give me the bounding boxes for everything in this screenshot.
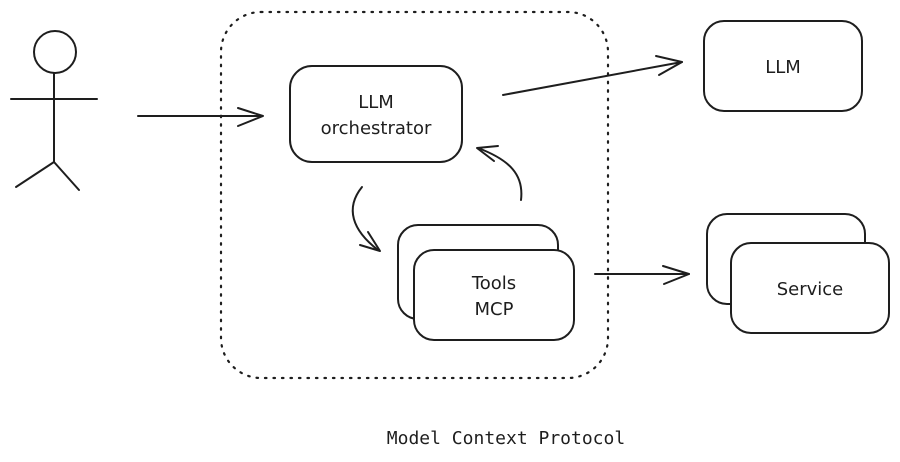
tools-label-line1: Tools bbox=[471, 273, 516, 294]
tools-front-card bbox=[413, 249, 575, 341]
llm-node[interactable]: LLM bbox=[703, 20, 863, 112]
mcp-boundary bbox=[219, 10, 610, 380]
orchestrator-node[interactable]: LLM orchestrator bbox=[289, 65, 463, 163]
llm-label: LLM bbox=[765, 57, 801, 78]
arrow-orchestrator-to-llm bbox=[502, 55, 683, 96]
arrow-tools-to-orchestrator bbox=[476, 145, 523, 201]
service-node[interactable]: Service bbox=[706, 213, 890, 334]
service-label: Service bbox=[777, 279, 844, 300]
tools-node[interactable]: Tools MCP bbox=[397, 224, 575, 341]
diagram-caption: Model Context Protocol bbox=[387, 428, 625, 449]
orchestrator-label-line2: orchestrator bbox=[321, 118, 432, 139]
arrow-orchestrator-to-tools bbox=[351, 186, 381, 252]
service-front-card bbox=[730, 242, 890, 334]
arrow-tools-to-service bbox=[594, 265, 690, 285]
orchestrator-label-line1: LLM bbox=[358, 92, 394, 113]
tools-label-line2: MCP bbox=[475, 299, 514, 320]
arrow-user-to-orchestrator bbox=[137, 107, 264, 127]
user-actor-icon bbox=[10, 30, 98, 191]
